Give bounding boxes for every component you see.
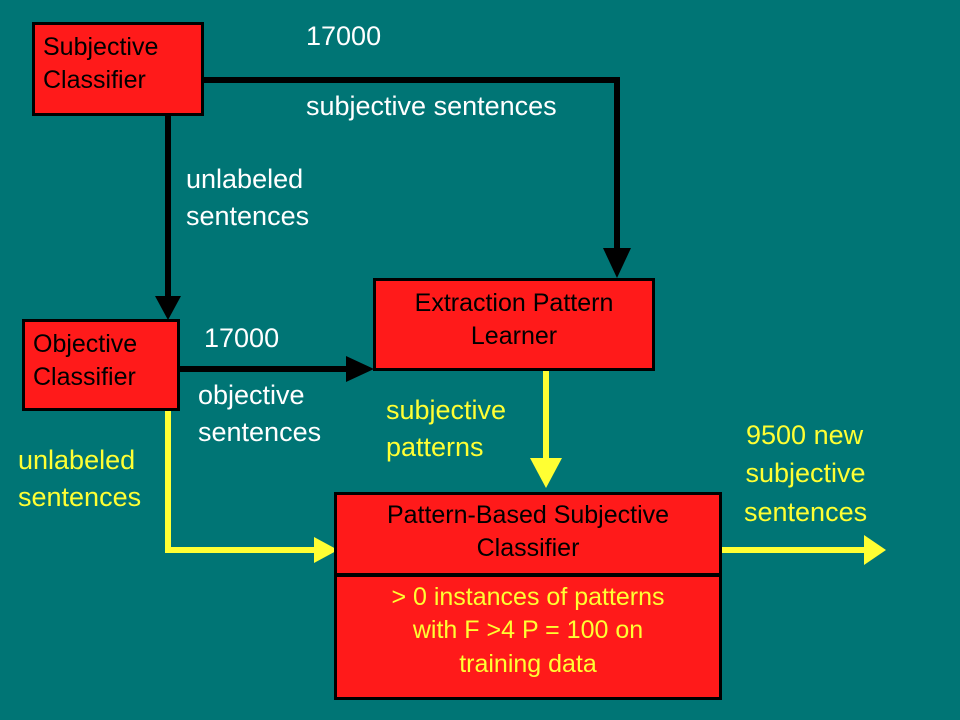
arrowhead-learner-left [346, 356, 374, 382]
subjective-patterns-line-1: subjective [386, 395, 507, 425]
unlabeled-upper-line-1: unlabeled [186, 164, 304, 194]
arrow-subjective-to-learner [200, 77, 620, 262]
subjective-patterns-line-2: patterns [386, 432, 484, 463]
extraction-pattern-learner-box: Extraction Pattern Learner [373, 278, 655, 371]
top-count-label: 17000 [306, 21, 382, 51]
output-line-2: subjective [745, 458, 866, 489]
arrowhead-learner-top [603, 248, 631, 278]
arrowhead-pattern-classifier-left [314, 537, 338, 563]
unlabeled-lower-label: unlabeled sentences [18, 442, 141, 517]
unlabeled-lower-line-2: sentences [18, 482, 142, 513]
output-line-3: sentences [744, 496, 868, 527]
criteria-line-3: training data [459, 649, 597, 678]
objective-classifier-box: Objective Classifier [22, 319, 180, 411]
output-line-1: 9500 new [746, 420, 864, 450]
objective-sentences-label: objective sentences [198, 377, 321, 452]
pattern-classifier-line-2: Classifier [476, 534, 580, 563]
objective-sentences-line-2: sentences [198, 417, 322, 448]
subjective-classifier-line-1: Subjective [43, 33, 159, 61]
criteria-line-2: with F >4 P = 100 on [412, 616, 644, 645]
objective-classifier-line-1: Objective [33, 330, 138, 358]
arrowhead-pattern-classifier-top [530, 458, 562, 488]
subjective-patterns-label: subjective patterns [386, 392, 506, 467]
objective-sentences-line-1: objective [198, 380, 305, 410]
subjective-classifier-box: Subjective Classifier [32, 22, 204, 116]
subjective-classifier-line-2: Classifier [43, 66, 146, 95]
objective-classifier-line-2: Classifier [33, 363, 136, 392]
pattern-classifier-line-1: Pattern-Based Subjective [386, 501, 670, 529]
unlabeled-upper-line-2: sentences [186, 201, 310, 232]
unlabeled-lower-line-1: unlabeled [18, 445, 136, 475]
arrowhead-objective-top [155, 296, 181, 320]
arrow-objective-to-pattern-classifier [165, 407, 322, 553]
pattern-based-classifier-box: Pattern-Based Subjective Classifier [334, 492, 722, 576]
criteria-line-1: > 0 instances of patterns [391, 583, 665, 611]
unlabeled-upper-label: unlabeled sentences [186, 161, 309, 236]
top-description-label: subjective sentences [306, 91, 557, 121]
extraction-learner-line-2: Learner [470, 322, 558, 351]
mid-count-label: 17000 [204, 323, 280, 353]
pattern-criteria-box: > 0 instances of patterns with F >4 P = … [334, 574, 722, 700]
output-label: 9500 new subjective sentences [744, 416, 867, 531]
extraction-learner-line-1: Extraction Pattern [414, 289, 614, 317]
arrowhead-output [864, 535, 886, 565]
